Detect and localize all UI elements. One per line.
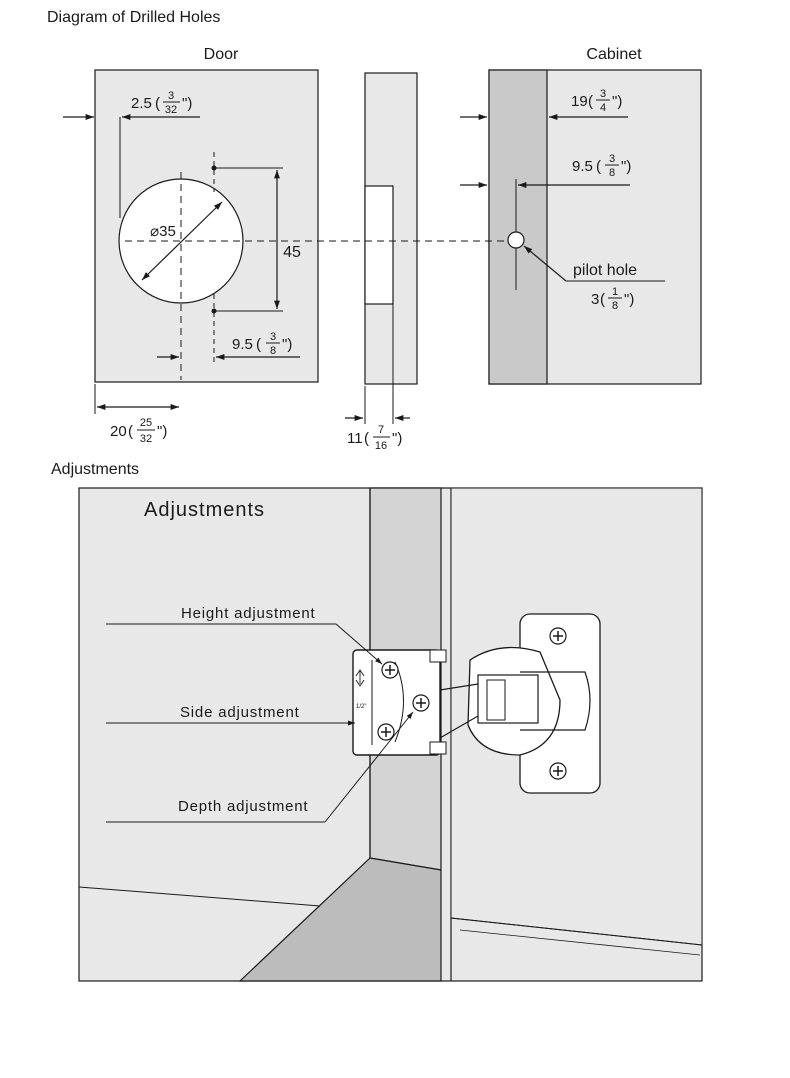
pilot-offset-num: 3 (609, 153, 615, 165)
paren-close: ") (157, 423, 167, 440)
hole-spacing-label: 45 (283, 244, 301, 261)
hinge-arm-plate (352, 649, 441, 756)
pilot-hole (507, 231, 525, 249)
overlay-mark: 1/2" (356, 704, 366, 710)
cabinet-side-num: 3 (600, 88, 606, 100)
cup-depth-mm: 11 (347, 430, 363, 447)
paren-open: ( (596, 158, 601, 175)
hinge-knuckle (486, 679, 506, 721)
height-adjust-label: Height adjustment (181, 605, 316, 622)
pilot-hole-label: pilot hole (573, 262, 637, 279)
paren-close: ") (612, 93, 622, 110)
paren-close: ") (282, 336, 292, 353)
adjustments-heading: Adjustments (51, 461, 140, 478)
paren-close: ") (621, 158, 631, 175)
edge-offset-den: 32 (165, 104, 177, 116)
screw-cross (385, 665, 395, 675)
screw-cross (381, 727, 391, 737)
arm-tab-top (429, 649, 447, 663)
screw-offset-mm: 9.5 (232, 336, 253, 353)
screw-cross (553, 766, 563, 776)
center-offset-dim: 20 ( 25 32 ") (110, 417, 167, 445)
height-arrow-icon (355, 669, 365, 687)
screw-offset-num: 3 (270, 331, 276, 343)
arm-link-bottom (439, 715, 479, 739)
paren-open: ( (600, 291, 605, 308)
door-label: Door (204, 46, 239, 63)
arm-link-top (439, 683, 479, 691)
paren-open: ( (256, 336, 261, 353)
pilot-offset-mm: 9.5 (572, 158, 593, 175)
pilot-size-den: 8 (612, 300, 618, 312)
cabinet-label: Cabinet (586, 46, 642, 63)
adjust-panel-title: Adjustments (144, 499, 265, 521)
diameter-arrow (141, 201, 223, 281)
door-bottom-line-2 (459, 929, 701, 956)
paren-open: ( (364, 430, 369, 447)
depth-leader (324, 711, 414, 823)
cabinet-side (488, 69, 548, 385)
paren-close: ") (624, 291, 634, 308)
cup-recess (364, 185, 394, 305)
cup-depth-num: 7 (378, 424, 384, 436)
adjustments-diagram: Adjustments 1/2" Height adjustment Side … (78, 487, 703, 982)
side-adjust-label: Side adjustment (180, 704, 300, 721)
screw-offset-den: 8 (270, 345, 276, 357)
pilot-offset-dim: 9.5 ( 3 8 ") (572, 153, 631, 179)
screw-offset-dim: 9.5 ( 3 8 ") (232, 331, 292, 357)
arm-tab-bottom (429, 741, 447, 755)
paren-close: ") (182, 95, 192, 112)
pilot-size-mm: 3 (591, 291, 599, 308)
door-bottom-line (450, 917, 703, 946)
height-leader (335, 623, 383, 665)
screw-cross (416, 698, 426, 708)
cabinet-side-mm: 19 (571, 93, 588, 110)
screw-cross (553, 631, 563, 641)
edge-offset-dim: 2.5 ( 3 32 ") (131, 90, 192, 116)
cup-depth-dim: 11 ( 7 16 ") (347, 424, 402, 452)
edge-offset-num: 3 (168, 90, 174, 102)
cup-diameter-label: ⌀35 (150, 223, 176, 240)
paren-open: ( (155, 95, 160, 112)
pilot-size-dim: 3 ( 1 8 ") (591, 286, 634, 312)
center-offset-num: 25 (140, 417, 152, 429)
floor-back-line (78, 886, 321, 907)
hinge-arm-outline (520, 671, 591, 731)
edge-offset-mm: 2.5 (131, 95, 152, 112)
paren-open: ( (588, 93, 593, 110)
paren-open: ( (128, 423, 133, 440)
paren-close: ") (392, 430, 402, 447)
depth-adjust-label: Depth adjustment (178, 798, 308, 815)
cup-depth-den: 16 (375, 440, 387, 452)
pilot-size-num: 1 (612, 286, 618, 298)
cabinet-floor (238, 857, 442, 982)
drilled-holes-heading: Diagram of Drilled Holes (47, 9, 221, 26)
pilot-hole-leader (523, 245, 567, 282)
cabinet-side-dim: 19 ( 3 4 ") (571, 88, 622, 114)
pilot-offset-den: 8 (609, 167, 615, 179)
cabinet-side-den: 4 (600, 102, 606, 114)
center-offset-den: 32 (140, 433, 152, 445)
center-offset-mm: 20 (110, 423, 127, 440)
